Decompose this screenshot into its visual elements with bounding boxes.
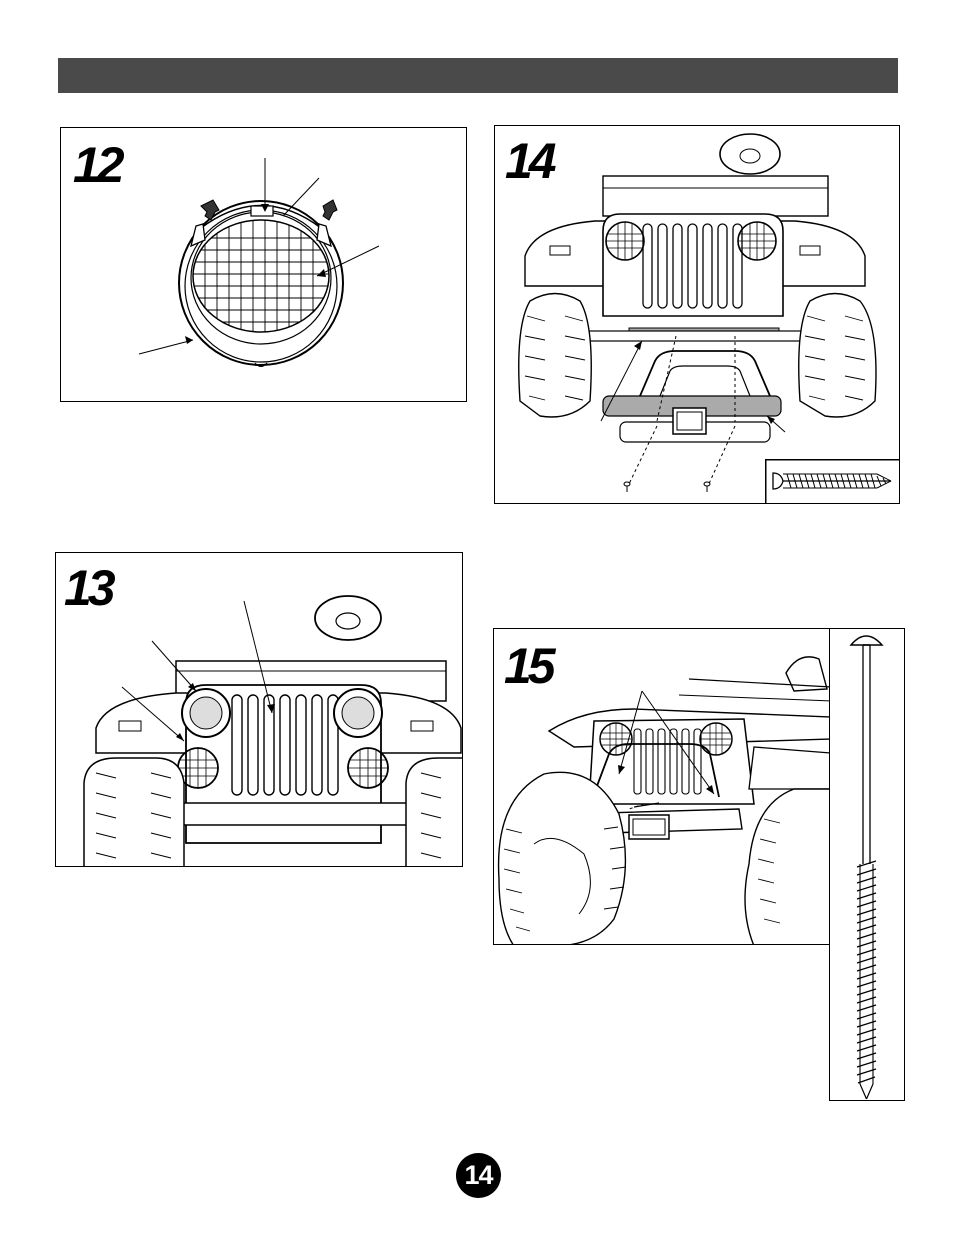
- header-bar: [58, 58, 898, 93]
- bumper-screw-attach-illustration: [494, 629, 830, 945]
- long-screw-illustration: [830, 629, 903, 1099]
- page-number-badge: 14: [456, 1153, 501, 1198]
- headlight-lens-illustration: [61, 128, 467, 402]
- long-screw-detail-panel: [829, 628, 905, 1101]
- screw-detail-inset: [765, 459, 900, 504]
- step-14-panel: 14: [494, 125, 900, 504]
- vehicle-bumper-install-illustration: [495, 126, 900, 504]
- step-12-panel: 12: [60, 127, 467, 402]
- step-13-panel: 13: [55, 552, 463, 867]
- step-15-panel: 15: [493, 628, 830, 945]
- vehicle-front-headlights-illustration: [56, 553, 463, 867]
